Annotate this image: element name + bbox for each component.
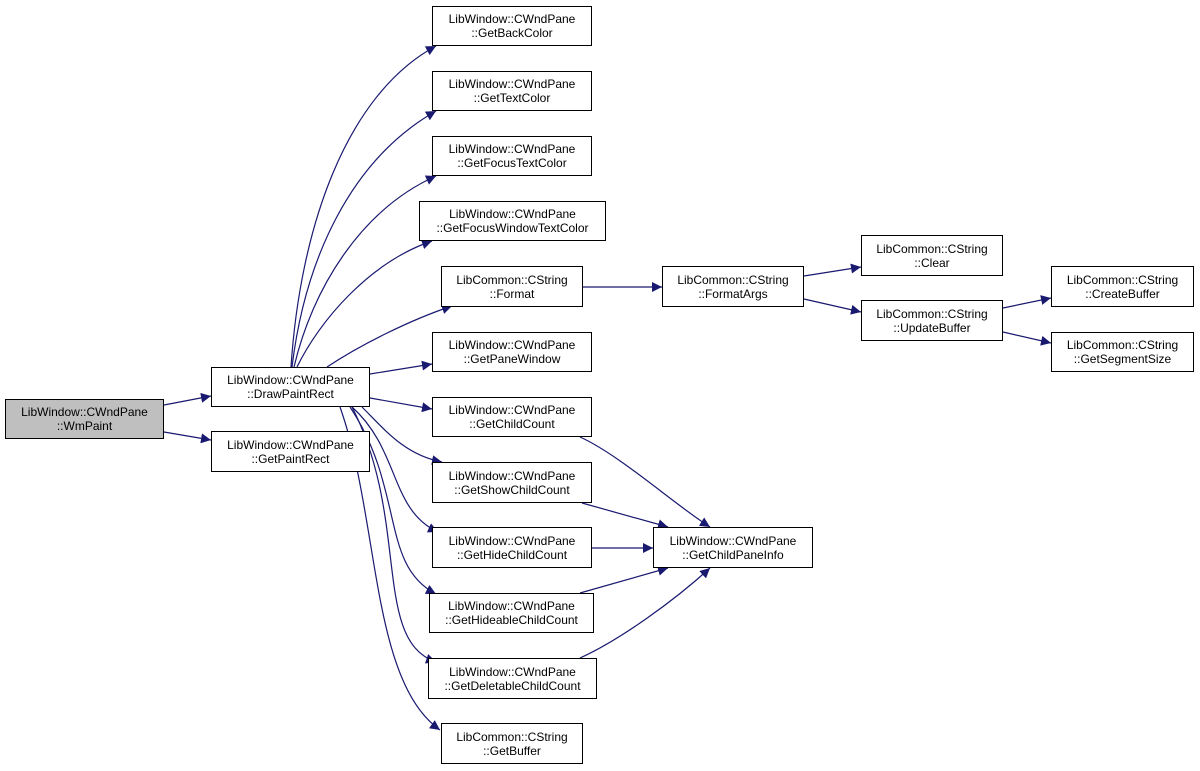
node-updatebuffer[interactable]: LibCommon::CString ::UpdateBuffer	[861, 300, 1003, 341]
edge-drawpaintrect-to-gettextcolor	[291, 110, 437, 368]
node-getpanewindow-method: ::GetPaneWindow	[463, 352, 561, 366]
node-clear-class: LibCommon::CString	[876, 241, 988, 256]
node-getbuffer[interactable]: LibCommon::CString ::GetBuffer	[441, 723, 583, 764]
edge-drawpaintrect-to-getbackcolor	[290, 45, 437, 368]
node-formatargs-class: LibCommon::CString	[677, 272, 789, 287]
edge-getshowchildcount-to-getchildpaneinfo	[581, 502, 669, 530]
node-getfocuswindowtextcolor-method: ::GetFocusWindowTextColor	[436, 221, 589, 235]
edge-drawpaintrect-to-gethidechildcount	[351, 406, 439, 533]
node-getsegmentsize-class: LibCommon::CString	[1066, 338, 1179, 352]
node-gettextcolor[interactable]: LibWindow::CWndPane ::GetTextColor	[432, 71, 592, 111]
node-getchildcount[interactable]: LibWindow::CWndPane ::GetChildCount	[432, 397, 592, 437]
node-gettextcolor-method: ::GetTextColor	[473, 91, 551, 105]
node-getshowchildcount[interactable]: LibWindow::CWndPane ::GetShowChildCount	[432, 462, 592, 503]
edge-drawpaintrect-to-getdeletablechildcount	[351, 406, 437, 664]
node-updatebuffer-method: ::UpdateBuffer	[893, 320, 971, 335]
edge-formatargs-to-updatebuffer	[803, 298, 862, 315]
node-format[interactable]: LibCommon::CString ::Format	[441, 266, 583, 307]
node-getfocustextcolor[interactable]: LibWindow::CWndPane ::GetFocusTextColor	[432, 136, 592, 176]
node-wmpaint-class: LibWindow::CWndPane	[21, 405, 148, 419]
edge-wmpaint-to-drawpaintrect	[163, 392, 212, 406]
node-gethideablechildcount-method: ::GetHideableChildCount	[445, 613, 578, 627]
edge-drawpaintrect-to-getchildcount	[369, 397, 433, 413]
node-getpanewindow-class: LibWindow::CWndPane	[448, 338, 576, 352]
node-getfocuswindowtextcolor-class: LibWindow::CWndPane	[449, 207, 576, 221]
node-formatargs-method: ::FormatArgs	[698, 286, 768, 301]
node-format-method: ::Format	[489, 286, 535, 301]
node-formatargs[interactable]: LibCommon::CString ::FormatArgs	[662, 266, 804, 307]
edge-updatebuffer-to-createbuffer	[1002, 295, 1052, 309]
node-gethideablechildcount-class: LibWindow::CWndPane	[448, 599, 575, 613]
node-getfocustextcolor-class: LibWindow::CWndPane	[448, 142, 576, 156]
node-createbuffer-class: LibCommon::CString	[1066, 272, 1179, 287]
node-getchildpaneinfo[interactable]: LibWindow::CWndPane ::GetChildPaneInfo	[653, 527, 813, 568]
node-gethideablechildcount[interactable]: LibWindow::CWndPane ::GetHideableChildCo…	[429, 593, 594, 633]
edge-getdeletablechildcount-to-getchildpaneinfo	[579, 567, 711, 659]
node-getchildcount-class: LibWindow::CWndPane	[448, 403, 576, 417]
node-getchildpaneinfo-class: LibWindow::CWndPane	[669, 533, 797, 548]
node-getchildcount-method: ::GetChildCount	[469, 417, 555, 431]
edge-wmpaint-to-getpaintrect	[163, 431, 212, 444]
node-updatebuffer-class: LibCommon::CString	[876, 306, 988, 321]
node-wmpaint[interactable]: LibWindow::CWndPane ::WmPaint	[5, 399, 164, 439]
node-clear-method: ::Clear	[914, 255, 950, 270]
edge-drawpaintrect-to-getshowchildcount	[361, 406, 443, 466]
node-getbackcolor-class: LibWindow::CWndPane	[448, 12, 576, 26]
node-drawpaintrect-method: ::DrawPaintRect	[247, 387, 334, 401]
node-getdeletablechildcount-method: ::GetDeletableChildCount	[444, 678, 581, 693]
edge-updatebuffer-to-getsegmentsize	[1002, 331, 1052, 346]
edge-drawpaintrect-to-getfocustextcolor	[293, 175, 437, 368]
edge-drawpaintrect-to-getfocuswindowtextcolor	[296, 239, 433, 368]
node-gethidechildcount-class: LibWindow::CWndPane	[448, 533, 576, 548]
node-wmpaint-method: ::WmPaint	[56, 419, 113, 433]
node-getpaintrect-method: ::GetPaintRect	[251, 451, 330, 466]
node-getbuffer-class: LibCommon::CString	[456, 729, 568, 744]
node-drawpaintrect-class: LibWindow::CWndPane	[227, 373, 354, 387]
edge-drawpaintrect-to-getpanewindow	[369, 360, 433, 375]
node-getfocuswindowtextcolor[interactable]: LibWindow::CWndPane ::GetFocusWindowText…	[419, 201, 606, 241]
edge-gethideablechildcount-to-getchildpaneinfo	[579, 565, 669, 594]
node-getbuffer-method: ::GetBuffer	[483, 743, 541, 758]
node-drawpaintrect[interactable]: LibWindow::CWndPane ::DrawPaintRect	[211, 367, 370, 407]
node-getsegmentsize-method: ::GetSegmentSize	[1073, 352, 1172, 366]
edge-drawpaintrect-to-format	[326, 304, 453, 368]
node-getpaintrect[interactable]: LibWindow::CWndPane ::GetPaintRect	[211, 431, 370, 472]
node-getshowchildcount-class: LibWindow::CWndPane	[448, 468, 576, 483]
edge-getchildcount-to-getchildpaneinfo	[579, 436, 711, 528]
node-getchildpaneinfo-method: ::GetChildPaneInfo	[682, 547, 784, 562]
node-getpanewindow[interactable]: LibWindow::CWndPane ::GetPaneWindow	[432, 332, 592, 372]
node-getshowchildcount-method: ::GetShowChildCount	[454, 482, 570, 497]
node-getbackcolor[interactable]: LibWindow::CWndPane ::GetBackColor	[432, 6, 592, 46]
node-createbuffer[interactable]: LibCommon::CString ::CreateBuffer	[1051, 266, 1194, 307]
node-getdeletablechildcount-class: LibWindow::CWndPane	[449, 664, 576, 679]
node-getfocustextcolor-method: ::GetFocusTextColor	[457, 156, 567, 170]
node-gettextcolor-class: LibWindow::CWndPane	[448, 77, 576, 91]
node-getpaintrect-class: LibWindow::CWndPane	[227, 437, 354, 452]
node-format-class: LibCommon::CString	[456, 272, 568, 287]
node-getdeletablechildcount[interactable]: LibWindow::CWndPane ::GetDeletableChildC…	[428, 658, 597, 699]
node-clear[interactable]: LibCommon::CString ::Clear	[861, 235, 1003, 276]
node-getsegmentsize[interactable]: LibCommon::CString ::GetSegmentSize	[1051, 332, 1194, 372]
node-gethidechildcount-method: ::GetHideChildCount	[456, 547, 568, 562]
node-getbackcolor-method: ::GetBackColor	[471, 26, 553, 40]
node-createbuffer-method: ::CreateBuffer	[1085, 286, 1160, 301]
edge-formatargs-to-clear	[803, 263, 862, 277]
node-gethidechildcount[interactable]: LibWindow::CWndPane ::GetHideChildCount	[432, 527, 592, 568]
